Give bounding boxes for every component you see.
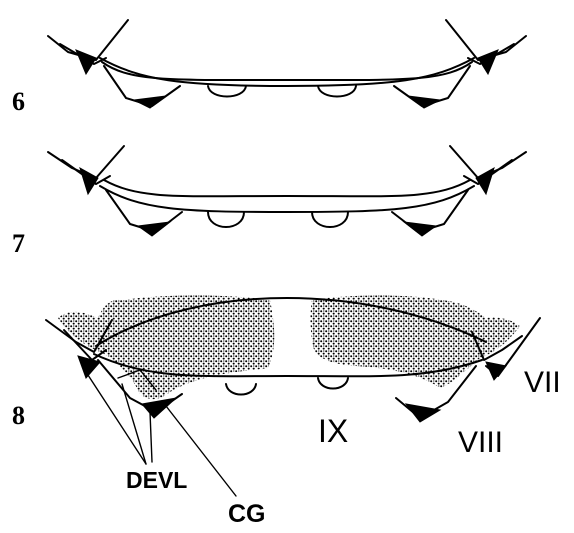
- panel-6-number: 6: [12, 87, 25, 116]
- stipple-mass-left: [58, 296, 274, 400]
- panel-8-drawing: [46, 296, 540, 497]
- label-devl: DEVL: [126, 467, 187, 493]
- label-cg: CG: [228, 500, 266, 528]
- panel-7-number: 7: [12, 229, 25, 258]
- label-viii: VIII: [458, 426, 503, 459]
- panel-7-drawing: [48, 146, 526, 236]
- label-vii: VII: [524, 366, 561, 399]
- label-ix: IX: [318, 413, 348, 449]
- panel-8-number: 8: [12, 401, 25, 430]
- panel-6-drawing: [48, 20, 526, 108]
